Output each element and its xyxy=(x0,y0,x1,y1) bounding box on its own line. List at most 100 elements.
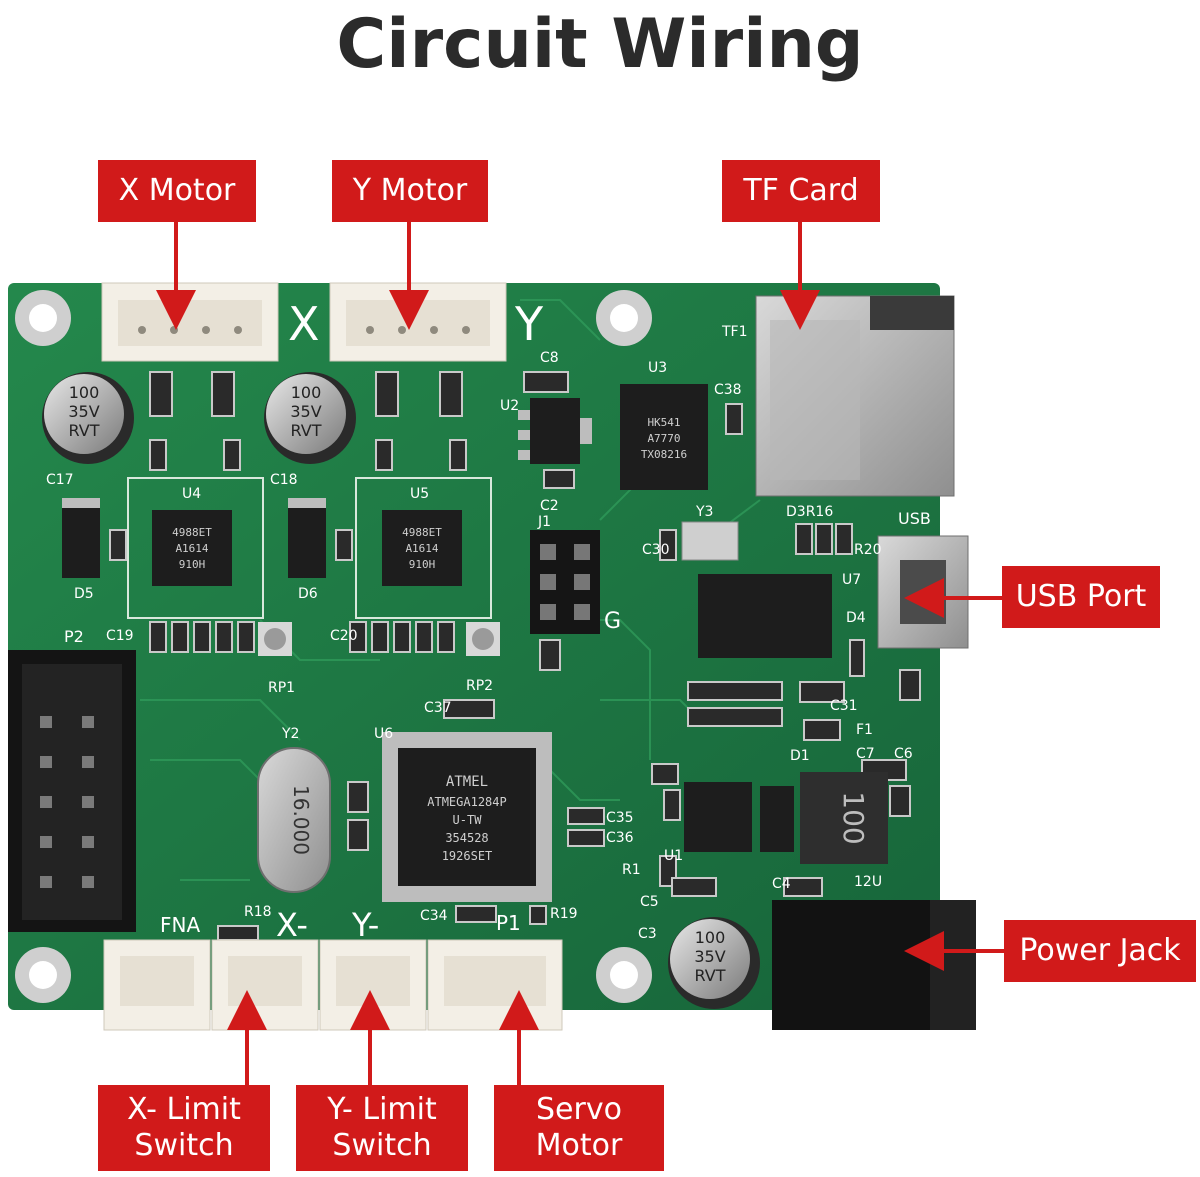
tf-card-slot xyxy=(755,295,955,497)
cap-text: 100 xyxy=(291,383,322,402)
y-limit-connector xyxy=(319,939,427,1031)
chip-u3: HK541 A7770 TX08216 xyxy=(620,384,708,490)
silk-y: Y xyxy=(514,297,544,351)
capacitor-c17: 100 35V RVT xyxy=(42,372,134,464)
silk-ref: C19 xyxy=(106,628,134,644)
silk-ref: D4 xyxy=(846,610,866,626)
silk-ref: U3 xyxy=(648,360,667,376)
power-jack-label-text: Power Jack xyxy=(1019,933,1181,968)
y-motor-label-text: Y Motor xyxy=(352,173,468,208)
potentiometer-rp2 xyxy=(466,622,500,656)
cap-text: RVT xyxy=(695,966,726,985)
silk-fna: FNA xyxy=(160,913,200,937)
tf-card-label: TF Card xyxy=(722,160,880,222)
silk-ref: F1 xyxy=(856,722,873,738)
y-motor-label: Y Motor xyxy=(332,160,488,222)
x-motor-label-text: X Motor xyxy=(118,173,236,208)
silk-usb: USB xyxy=(898,509,931,528)
silk-12v: 12U xyxy=(854,874,882,890)
x-motor-label: X Motor xyxy=(98,160,256,222)
driver-text: A1614 xyxy=(175,542,208,555)
silk-ref: C7 xyxy=(856,746,875,762)
silk-ref: D6 xyxy=(298,586,318,602)
silk-ref: C31 xyxy=(830,698,858,714)
silk-p1: P1 xyxy=(496,911,521,935)
silk-ref: Y2 xyxy=(281,726,299,742)
mcu-text: 354528 xyxy=(445,831,488,845)
mcu-text: 1926SET xyxy=(442,849,493,863)
silk-ref: C2 xyxy=(540,498,559,514)
capacitor-c3: 100 35V RVT xyxy=(668,917,760,1009)
silk-ref: C6 xyxy=(894,746,913,762)
fna-connector xyxy=(103,939,211,1031)
silk-ref: C37 xyxy=(424,700,452,716)
silk-ref: D1 xyxy=(790,748,810,764)
servo-motor-label: Servo Motor xyxy=(494,1085,664,1171)
silk-ref: U5 xyxy=(410,486,429,502)
mcu-text: U-TW xyxy=(453,813,483,827)
servo-motor-label-line: Servo xyxy=(536,1092,622,1127)
x-limit-connector xyxy=(211,939,319,1031)
silk-ref: RP2 xyxy=(466,678,493,694)
silkscreen-labels: FNA X- Y- P1 P2 TF1 USB G J1 12U U2 U3 U… xyxy=(46,324,931,944)
crystal-y3 xyxy=(681,521,739,561)
potentiometer-rp1 xyxy=(258,622,292,656)
u3-text: HK541 xyxy=(647,416,680,429)
driver-text: 4988ET xyxy=(402,526,442,539)
usb-port-connector xyxy=(877,535,969,649)
silk-ref: C30 xyxy=(642,542,670,558)
mcu-u6: ATMEL ATMEGA1284P U-TW 354528 1926SET xyxy=(382,732,552,902)
silk-ref: U6 xyxy=(374,726,393,742)
diode-ss54 xyxy=(760,786,794,852)
silk-y-minus: Y- xyxy=(351,906,379,944)
y-motor-connector xyxy=(329,282,507,362)
power-jack-connector xyxy=(772,900,976,1030)
silk-ref: C8 xyxy=(540,350,559,366)
inductor-text: 100 xyxy=(837,791,870,844)
silk-ref: R20 xyxy=(854,542,882,558)
usb-port-label: USB Port xyxy=(1002,566,1160,628)
driver-text: 910H xyxy=(179,558,206,571)
mcu-text: ATMEL xyxy=(446,774,488,790)
silk-ref: D3R16 xyxy=(786,504,833,520)
cap-text: 35V xyxy=(290,402,321,421)
u3-text: A7770 xyxy=(647,432,680,445)
mounting-holes xyxy=(15,290,652,1003)
silk-ref: C36 xyxy=(606,830,634,846)
driver-u4: 4988ET A1614 910H xyxy=(127,477,264,619)
silk-ref: C38 xyxy=(714,382,742,398)
cap-text: 100 xyxy=(69,383,100,402)
silk-j1: J1 xyxy=(537,514,551,530)
inductor: 100 xyxy=(800,772,888,864)
callout-arrows xyxy=(156,222,1004,1085)
usb-port-label-text: USB Port xyxy=(1015,579,1147,614)
silk-ref: C18 xyxy=(270,472,298,488)
silk-ref: C34 xyxy=(420,908,448,924)
silk-ref: C17 xyxy=(46,472,74,488)
x-limit-label: X- Limit Switch xyxy=(98,1085,270,1171)
silk-x: X xyxy=(288,297,320,351)
silk-x-minus: X- xyxy=(276,906,308,944)
silk-tf1: TF1 xyxy=(721,324,748,340)
silk-ref: C4 xyxy=(772,876,791,892)
silk-ref: C3 xyxy=(638,926,657,942)
silk-ref: R19 xyxy=(550,906,578,922)
silk-ref: D5 xyxy=(74,586,94,602)
cap-text: RVT xyxy=(69,421,100,440)
x-limit-label-line: Switch xyxy=(134,1128,234,1163)
silk-ref: C35 xyxy=(606,810,634,826)
servo-motor-label-line: Motor xyxy=(535,1128,623,1163)
silk-ref: U1 xyxy=(664,848,683,864)
diode-d5 xyxy=(62,498,100,578)
driver-text: 910H xyxy=(409,558,436,571)
x-motor-connector xyxy=(101,282,279,362)
silk-ref: U7 xyxy=(842,572,861,588)
silk-ref: C5 xyxy=(640,894,659,910)
header-j1 xyxy=(530,530,600,634)
header-p2 xyxy=(8,650,136,932)
silk-ref: R18 xyxy=(244,904,272,920)
u3-text: TX08216 xyxy=(641,448,687,461)
x-limit-label-line: X- Limit xyxy=(127,1092,241,1127)
diode-d6 xyxy=(288,498,326,578)
